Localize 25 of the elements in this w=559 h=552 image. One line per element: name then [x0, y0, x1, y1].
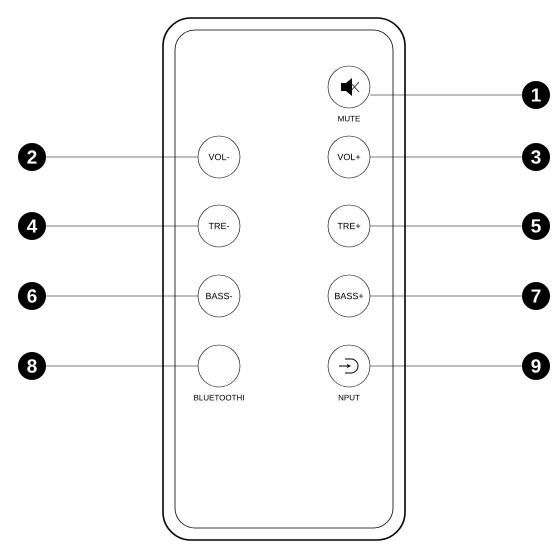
node-label: NPUT [338, 394, 360, 400]
leader-line [370, 156, 522, 158]
node-label: BLUETOOTHI [194, 394, 244, 400]
node-label: MUTE [338, 116, 360, 122]
callout-number: 5 [522, 212, 550, 240]
callout-number: 7 [522, 282, 550, 310]
round-button: BASS+ [328, 274, 370, 318]
round-button: BASS- [198, 274, 240, 318]
remote-body [162, 17, 406, 541]
round-button: TRE- [198, 204, 240, 248]
round-button: VOL+ [328, 136, 370, 178]
callout-number: 3 [522, 143, 550, 171]
callout-number: 6 [18, 282, 46, 310]
round-button: BLUETOOTHI [194, 344, 244, 400]
leader-line [46, 156, 198, 158]
leader-line [370, 94, 522, 96]
round-button: NPUT [328, 344, 370, 400]
round-button: TRE+ [328, 204, 370, 248]
callout-number: 4 [18, 212, 46, 240]
round-button: MUTE [328, 66, 370, 122]
callout-number: 8 [18, 352, 46, 380]
callout-number: 1 [522, 81, 550, 109]
round-button: VOL- [198, 136, 240, 178]
callout-number: 2 [18, 143, 46, 171]
callout-number: 9 [522, 352, 550, 380]
